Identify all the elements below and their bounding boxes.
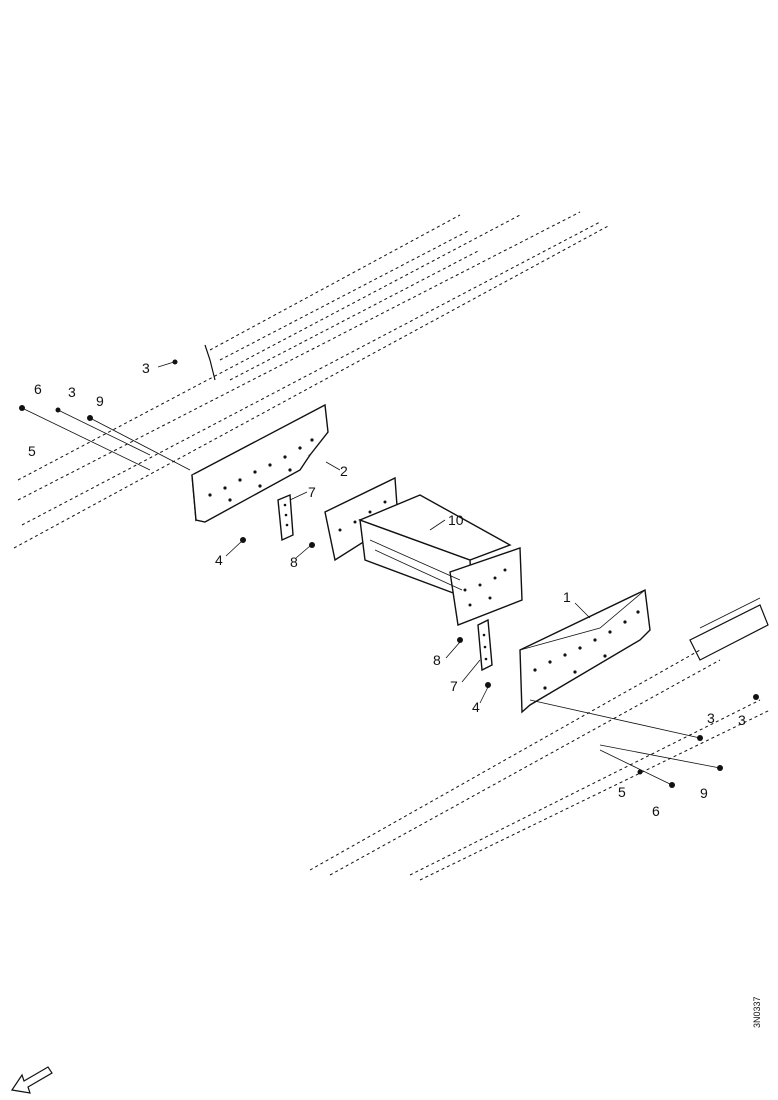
callout-7-left: 7	[308, 484, 316, 500]
callout-6-left: 6	[34, 381, 42, 397]
center-crossmember	[324, 476, 523, 626]
left-frame-rail	[13, 211, 611, 549]
callout-3-top: 3	[142, 360, 150, 376]
callout-5-left: 5	[28, 443, 36, 459]
forward-direction-arrow-icon	[10, 1066, 53, 1094]
drawing-reference-code: 3N0337	[752, 996, 762, 1028]
right-bracket-plate	[519, 588, 651, 714]
callout-4-left: 4	[215, 552, 223, 568]
fasteners	[19, 359, 759, 788]
callout-3-right-lower: 3	[707, 710, 715, 726]
callout-3-right-edge: 3	[738, 712, 746, 728]
callout-3-left: 3	[68, 384, 76, 400]
callout-9-right: 9	[700, 785, 708, 801]
callout-labels: 1 2 3 3 3 3 4 4 5 5 6 6 7 7 8 8 9 9 10	[28, 360, 746, 819]
right-frame-rail	[309, 597, 771, 881]
callout-5-right: 5	[618, 784, 626, 800]
callout-1: 1	[563, 589, 571, 605]
callout-4-right: 4	[472, 699, 480, 715]
callout-leaders	[157, 361, 591, 704]
callout-2: 2	[340, 463, 348, 479]
left-bracket-plate	[191, 403, 329, 523]
callout-9-left: 9	[96, 393, 104, 409]
callout-8-left: 8	[290, 554, 298, 570]
left-angle-bracket	[277, 493, 294, 542]
callout-6-right: 6	[652, 803, 660, 819]
callout-8-right: 8	[433, 652, 441, 668]
callout-7-right: 7	[450, 678, 458, 694]
callout-10: 10	[448, 512, 464, 528]
right-angle-bracket	[477, 618, 493, 672]
